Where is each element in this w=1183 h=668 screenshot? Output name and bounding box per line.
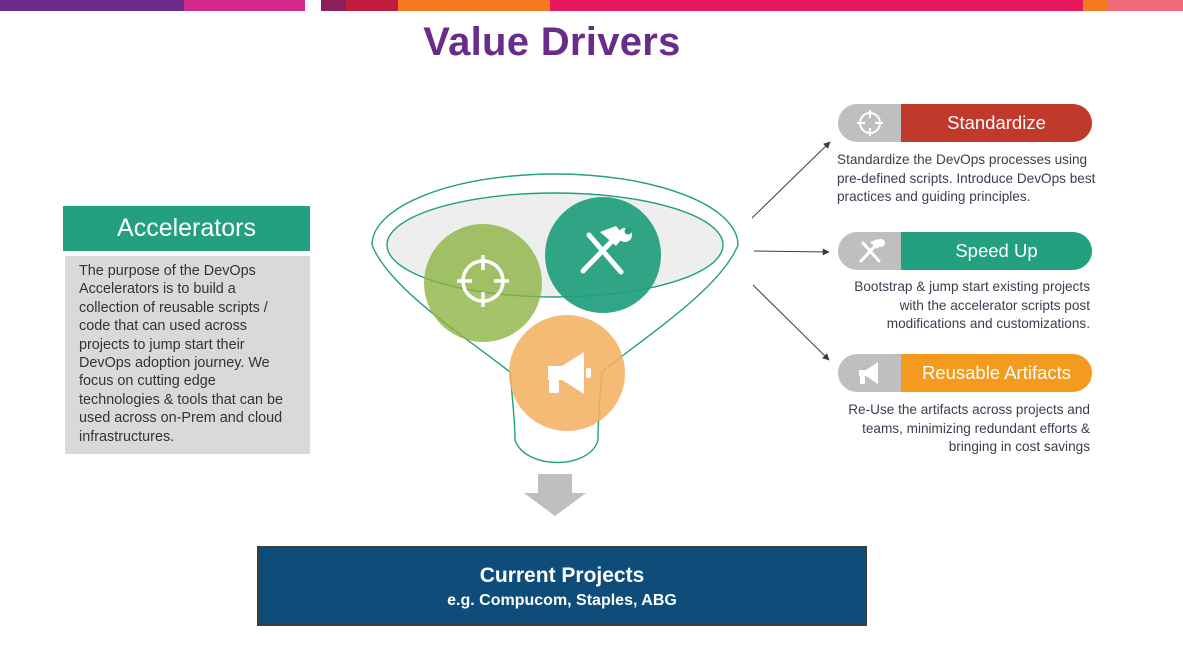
accelerators-heading: Accelerators [63,206,310,251]
driver-label: Reusable Artifacts [901,354,1092,392]
crosshair-icon [838,104,901,142]
top-color-bar-segment-3 [321,0,346,11]
megaphone-icon [548,352,591,394]
hammer-wrench-icon [580,226,632,275]
current-projects-title: Current Projects [479,564,645,587]
top-color-bar-segment-8 [1107,0,1183,11]
description-line: pre-defined scripts. Introduce DevOps be… [837,170,1096,186]
description-line: teams, minimizing redundant efforts & [862,420,1090,436]
hammer-wrench-icon [838,232,901,270]
top-color-bar-segment-4 [346,0,398,11]
description-line: practices and guiding principles. [837,189,1031,205]
top-color-bar-segment-6 [550,0,1083,11]
accelerators-description: The purpose of the DevOps Accelerators i… [65,256,310,454]
current-projects-box: Current Projects e.g. Compucom, Staples,… [257,546,867,626]
megaphone-icon [838,354,901,392]
description-line: modifications and customizations. [886,316,1090,332]
arrow-to-standardize [751,141,831,219]
description-line: Standardize the DevOps processes using [837,152,1088,167]
funnel-outline [371,173,739,464]
page-title: Value Drivers [423,20,681,64]
driver-pill-speed-up: Speed Up [838,232,1092,270]
driver-pill-standardize: Standardize [838,104,1092,142]
driver-description-speed-up: Bootstrap & jump start existing projects… [815,278,1090,334]
current-projects-subtitle: e.g. Compucom, Staples, ABG [447,592,677,609]
driver-description-standardize: Standardize the DevOps processes using p… [837,151,1112,207]
megaphone-circle [509,315,625,431]
arrow-to-reusable-artifacts [752,284,830,361]
top-color-bar-segment-5 [398,0,550,11]
top-color-bar-segment-7 [1083,0,1107,11]
crosshair-circle [424,224,542,342]
top-color-bar-segment-2 [184,0,305,11]
driver-label: Standardize [901,104,1092,142]
crosshair-icon [457,255,509,307]
tools-circle [545,197,661,313]
driver-description-reusable-artifacts: Re-Use the artifacts across projects and… [815,401,1090,457]
description-line: Bootstrap & jump start existing projects [854,279,1090,294]
top-color-bar-segment-1 [0,0,184,11]
arrow-to-speed-up [753,248,830,256]
description-line: bringing in cost savings [948,439,1090,455]
driver-pill-reusable-artifacts: Reusable Artifacts [838,354,1092,392]
driver-label: Speed Up [901,232,1092,270]
description-line: with the accelerator scripts post [899,297,1090,313]
description-line: Re-Use the artifacts across projects and [848,402,1090,417]
